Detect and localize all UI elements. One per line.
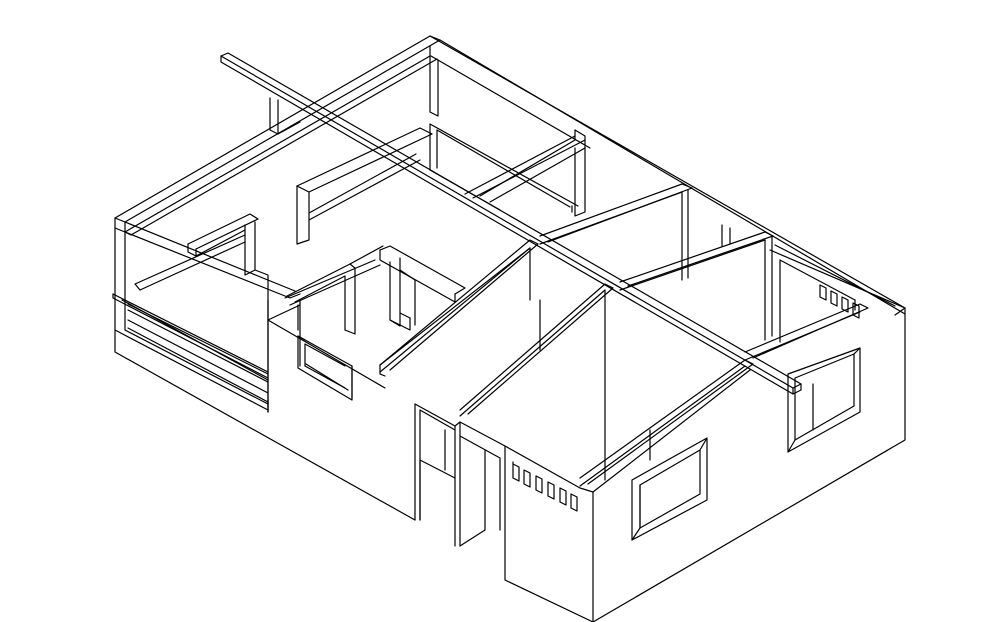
right-wing-gable-walls [592,244,906,622]
right-wing-roof-rafters [379,183,869,487]
door-opening [419,421,501,547]
central-partition-walls [286,245,466,367]
front-gable-wall [459,369,751,622]
rear-courtyard-frame [296,123,586,245]
window-openings [297,335,353,401]
front-left-wall [114,247,531,547]
ventilation-slots [512,284,860,512]
left-block-top-frame [114,35,906,315]
ridge-beam [220,52,802,395]
